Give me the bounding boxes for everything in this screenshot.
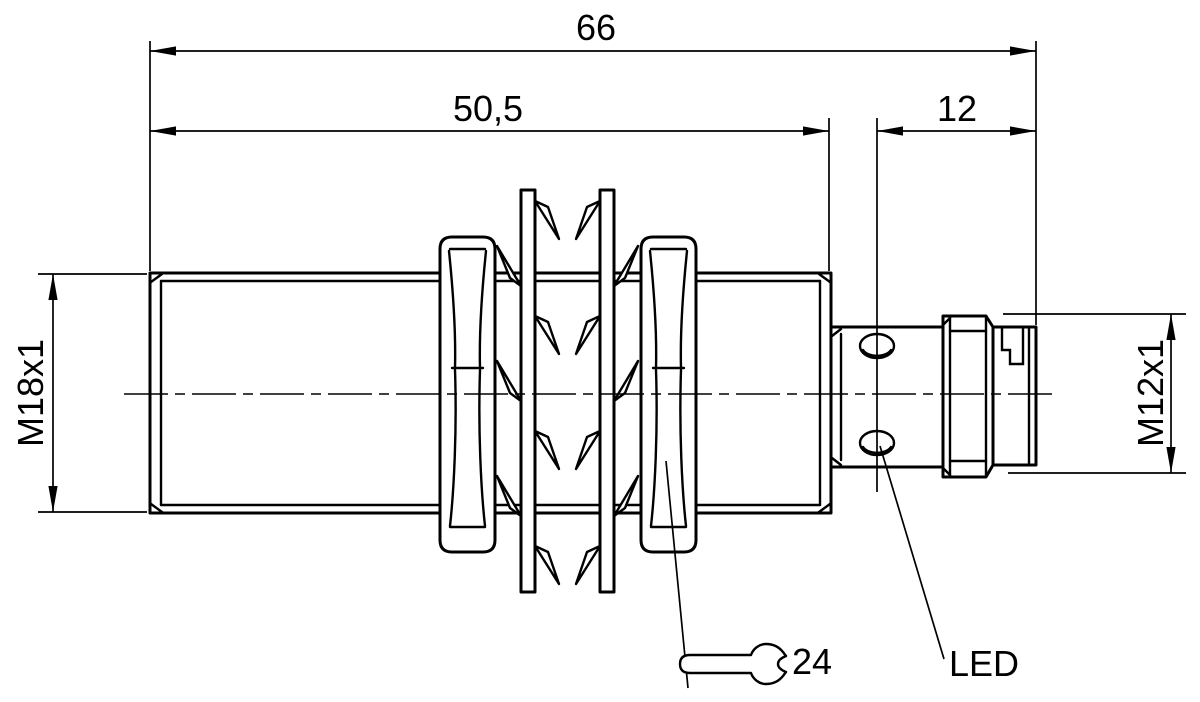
nut-facet-curve bbox=[679, 249, 689, 370]
lock-washer-1 bbox=[495, 188, 561, 594]
washer-tooth bbox=[612, 359, 640, 403]
wrench-size-callout: 24 bbox=[665, 460, 832, 689]
dimension-text-overall: 66 bbox=[576, 7, 616, 48]
nut-facet-curve bbox=[679, 368, 688, 528]
chamfer-corner bbox=[817, 502, 832, 514]
dimension-text-thread-length: 50,5 bbox=[453, 88, 523, 129]
wrench-size-text: 24 bbox=[792, 641, 832, 682]
arrowhead-down bbox=[1166, 447, 1176, 473]
chamfer-corner bbox=[942, 316, 952, 326]
leader-line bbox=[665, 460, 689, 689]
led-label-text: LED bbox=[949, 643, 1019, 684]
dimension-connector-length: 12 bbox=[877, 88, 1036, 136]
arrowhead-left bbox=[150, 126, 176, 136]
dimension-overall-length: 66 bbox=[149, 7, 1037, 325]
washer-tooth bbox=[495, 359, 523, 403]
nut-facet-curve bbox=[478, 249, 488, 370]
washer-tooth bbox=[533, 544, 561, 586]
chamfer-corner bbox=[149, 272, 164, 284]
arrowhead-up bbox=[1166, 314, 1176, 340]
chamfer-corner bbox=[830, 327, 843, 338]
chamfer-corner bbox=[830, 456, 843, 467]
dimension-text-barrel-thread: M18x1 bbox=[10, 339, 51, 447]
wrench-icon bbox=[678, 642, 788, 686]
arrowhead-left bbox=[150, 46, 176, 56]
chamfer-corner bbox=[817, 272, 832, 284]
arrowhead-left bbox=[877, 126, 903, 136]
washer-tooth bbox=[574, 199, 602, 241]
connector-keyway bbox=[1000, 326, 1025, 366]
dimension-text-connector-thread: M12x1 bbox=[1130, 339, 1171, 447]
lock-washer-2 bbox=[574, 188, 640, 594]
washer-plate bbox=[598, 188, 616, 594]
leader-line bbox=[879, 445, 945, 660]
washer-tooth bbox=[574, 429, 602, 471]
washer-tooth bbox=[533, 314, 561, 356]
dimension-connector-thread: M12x1 bbox=[1003, 313, 1186, 474]
led-callout: LED bbox=[879, 445, 1019, 684]
dimension-thread-length: 50,5 bbox=[150, 88, 830, 271]
dimension-barrel-thread: M18x1 bbox=[10, 273, 147, 513]
arrowhead-down bbox=[48, 486, 58, 512]
sensor-body bbox=[148, 271, 1038, 515]
nut-facet-curve bbox=[649, 368, 658, 528]
rear-housing bbox=[829, 325, 945, 469]
washer-tooth bbox=[574, 314, 602, 356]
washer-tooth bbox=[612, 244, 640, 288]
nut-facet-curve bbox=[448, 368, 457, 528]
arrowhead-up bbox=[48, 274, 58, 300]
arrowhead-right bbox=[803, 126, 829, 136]
nut-facet-curve bbox=[478, 368, 487, 528]
washer-tooth bbox=[574, 544, 602, 586]
chamfer-corner bbox=[942, 467, 952, 477]
dimension-text-connector-length: 12 bbox=[937, 88, 977, 129]
washer-tooth bbox=[495, 474, 523, 518]
washer-tooth bbox=[612, 474, 640, 518]
chamfer-corner bbox=[149, 502, 164, 514]
washer-plate bbox=[519, 188, 537, 594]
washer-tooth bbox=[533, 429, 561, 471]
arrowhead-right bbox=[1010, 46, 1036, 56]
arrowhead-right bbox=[1010, 126, 1036, 136]
connector-m12 bbox=[941, 314, 1038, 479]
washer-tooth bbox=[533, 199, 561, 241]
nut-facet-curve bbox=[648, 249, 658, 370]
washer-tooth bbox=[495, 244, 523, 288]
nut-facet-curve bbox=[447, 249, 457, 370]
